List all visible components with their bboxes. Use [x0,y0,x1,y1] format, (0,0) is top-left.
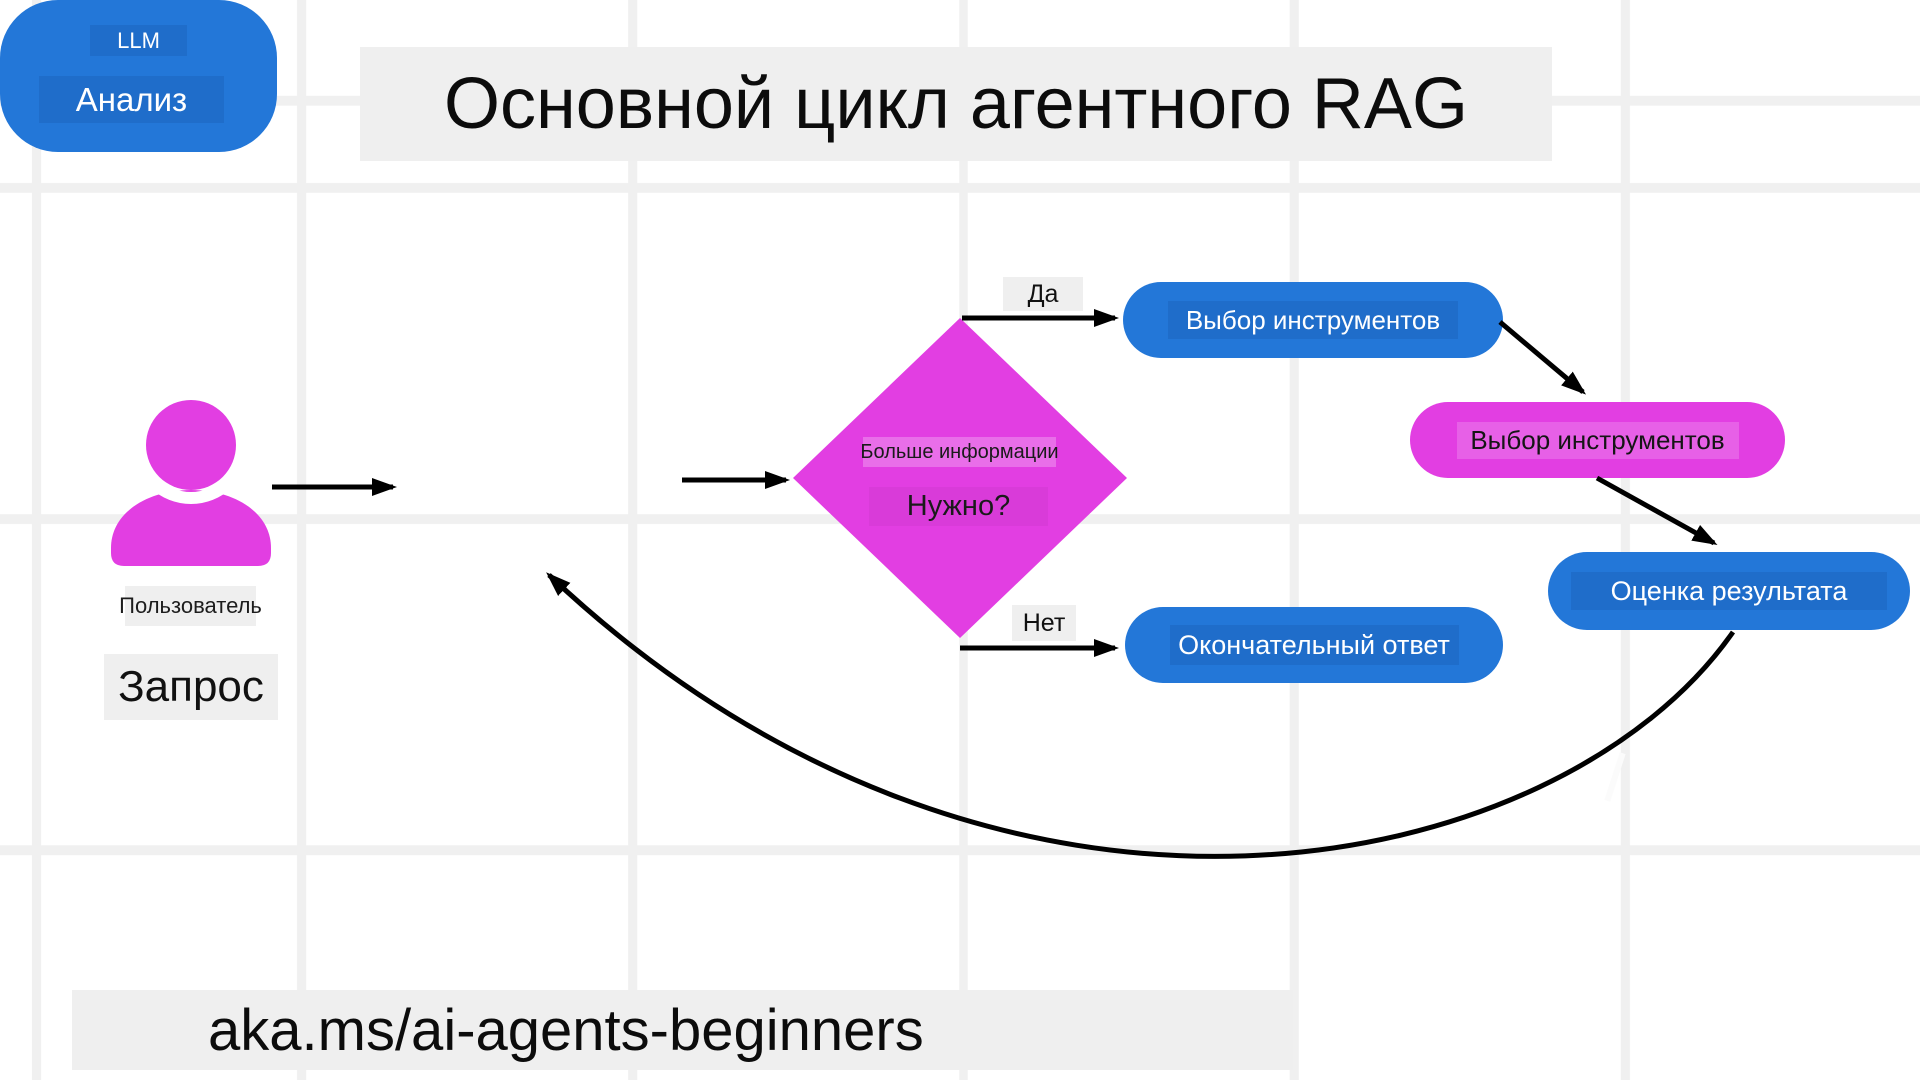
diagram-title: Основной цикл агентного RAG [360,47,1552,161]
llm-analysis-node: LLM Анализ [0,0,277,152]
user-icon [111,398,271,566]
arrow-tools2-to-evaluation [1595,475,1718,546]
arrow-tools-to-tools2 [1498,320,1587,395]
decision-question-line2: Нужно? [869,487,1048,526]
final-answer-label: Окончательный ответ [1169,625,1459,665]
stray-slash-mark [1604,752,1626,802]
llm-tag: LLM [90,25,187,56]
result-evaluation-label: Оценка результата [1571,572,1887,610]
result-evaluation-node: Оценка результата [1548,552,1910,630]
branch-no-label: Нет [1012,605,1076,641]
footer-link-text: aka.ms/ai-agents-beginners [72,990,1293,1070]
tool-selection-secondary-label: Выбор инструментов [1456,421,1739,459]
llm-analysis-label: Анализ [39,76,224,123]
branch-yes-label: Да [1003,277,1083,311]
tool-selection-label: Выбор инструментов [1168,301,1458,339]
query-label: Запрос [104,654,278,720]
tool-selection-secondary-node: Выбор инструментов [1410,402,1785,478]
final-answer-node: Окончательный ответ [1125,607,1503,683]
user-label: Пользователь [119,586,262,626]
tool-selection-node: Выбор инструментов [1123,282,1503,358]
decision-question-line1: Больше информации [860,437,1059,467]
